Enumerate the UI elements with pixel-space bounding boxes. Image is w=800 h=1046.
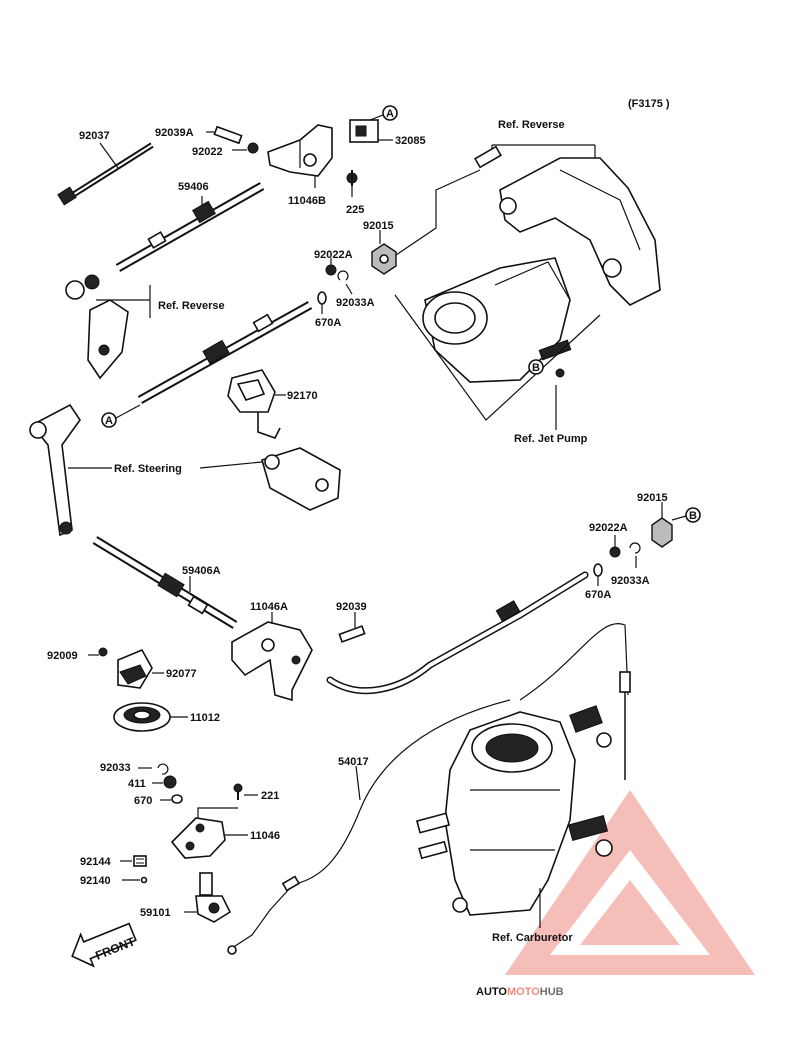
part-92033A-right xyxy=(629,542,641,554)
part-225-bolt xyxy=(346,170,358,186)
label-670A-top: 670A xyxy=(315,317,341,329)
label-ref-steering: Ref. Steering xyxy=(114,463,182,475)
label-11012: 11012 xyxy=(190,712,220,724)
front-arrow-icon xyxy=(71,922,137,968)
label-92022A-right: 92022A xyxy=(589,522,628,534)
label-59406A: 59406A xyxy=(182,565,221,577)
watermark-logo xyxy=(505,790,755,975)
label-ref-carburetor: Ref. Carburetor xyxy=(492,932,573,944)
ref-reverse-bucket xyxy=(499,157,661,306)
callout-b-left-label: B xyxy=(532,362,540,374)
part-92015-nut-top xyxy=(371,243,397,275)
part-54017-cable xyxy=(227,699,511,955)
ref-carburetor xyxy=(415,705,613,916)
label-92144: 92144 xyxy=(80,856,111,868)
part-670A-top xyxy=(317,291,327,305)
part-92022A-top xyxy=(325,264,337,276)
part-11012-plate xyxy=(113,702,171,732)
watermark-auto: AUTO xyxy=(476,986,507,998)
part-92039-pin xyxy=(338,625,366,643)
ref-steering-arm xyxy=(29,403,81,537)
callout-a-left xyxy=(101,412,117,428)
label-11046A: 11046A xyxy=(250,601,288,613)
label-54017: 54017 xyxy=(338,756,369,768)
part-92022-washer xyxy=(247,142,259,154)
callout-b-right-label: B xyxy=(689,510,697,522)
label-92015-top: 92015 xyxy=(363,220,394,232)
svg-text:AUTOMOTOHUB: AUTOMOTOHUB xyxy=(476,986,564,998)
label-92077: 92077 xyxy=(166,668,197,680)
label-92037: 92037 xyxy=(79,130,110,142)
long-cable-right xyxy=(326,571,631,780)
label-411: 411 xyxy=(128,778,146,790)
label-92039: 92039 xyxy=(336,601,367,613)
part-11046B-bracket xyxy=(267,124,333,177)
label-32085: 32085 xyxy=(395,135,426,147)
label-92033: 92033 xyxy=(100,762,131,774)
part-59101-switch xyxy=(195,872,232,923)
ref-steering-clamp xyxy=(261,447,341,511)
label-92039A: 92039A xyxy=(155,127,194,139)
label-59101: 59101 xyxy=(140,907,171,919)
ref-reverse-left-linkage xyxy=(65,274,129,380)
part-92033A-top xyxy=(337,270,349,281)
part-221-screw xyxy=(233,783,243,800)
part-92015-nut-right xyxy=(651,517,673,548)
part-92077-knob xyxy=(117,648,153,689)
callout-a-top xyxy=(382,105,398,121)
part-670-washer xyxy=(171,794,183,804)
upper-cable xyxy=(137,301,313,404)
callout-b-right xyxy=(685,507,701,523)
part-92144-spring xyxy=(133,855,147,867)
part-92039A-pin xyxy=(213,125,243,145)
label-670A-right: 670A xyxy=(585,589,611,601)
label-221: 221 xyxy=(261,790,279,802)
part-670A-right xyxy=(593,563,603,577)
part-59406-shaft xyxy=(115,182,265,272)
diagram-code: (F3175 ) xyxy=(628,98,670,110)
part-92022A-right xyxy=(609,546,621,558)
label-92022: 92022 xyxy=(192,146,223,158)
label-92022A-top: 92022A xyxy=(314,249,353,261)
ref-jet-pump-housing xyxy=(422,257,572,383)
callout-b-left xyxy=(528,359,544,375)
part-11046-lever xyxy=(170,817,226,859)
watermark-moto: MOTO xyxy=(507,986,540,998)
label-92015-right: 92015 xyxy=(637,492,668,504)
part-92140-ball xyxy=(140,876,148,884)
watermark-text: AUTOMOTOHUB xyxy=(476,986,564,998)
part-59406A-cable xyxy=(92,536,238,629)
label-11046: 11046 xyxy=(250,830,280,842)
part-411-washer xyxy=(163,775,177,789)
watermark-hub: HUB xyxy=(540,986,564,998)
part-92009-screw xyxy=(98,647,108,657)
label-11046B: 11046B xyxy=(288,195,326,207)
label-92033A-top: 92033A xyxy=(336,297,375,309)
reverse-pin xyxy=(474,145,502,169)
label-92009: 92009 xyxy=(47,650,78,662)
label-ref-reverse-top: Ref. Reverse xyxy=(498,119,565,131)
label-ref-jet-pump: Ref. Jet Pump xyxy=(514,433,588,445)
label-92170: 92170 xyxy=(287,390,318,402)
label-225: 225 xyxy=(346,204,364,216)
label-59406: 59406 xyxy=(178,181,209,193)
label-92033A-right: 92033A xyxy=(611,575,650,587)
part-92033-clip xyxy=(157,763,169,775)
part-92037-rod xyxy=(57,142,154,206)
part-92170-bracket xyxy=(227,369,281,439)
callout-a-top-label: A xyxy=(386,108,394,120)
label-92140: 92140 xyxy=(80,875,111,887)
label-ref-reverse-left: Ref. Reverse xyxy=(158,300,225,312)
part-32085-block xyxy=(349,119,379,143)
label-670: 670 xyxy=(134,795,152,807)
callout-a-left-label: A xyxy=(105,415,113,427)
part-11046A-bracket xyxy=(231,621,313,702)
